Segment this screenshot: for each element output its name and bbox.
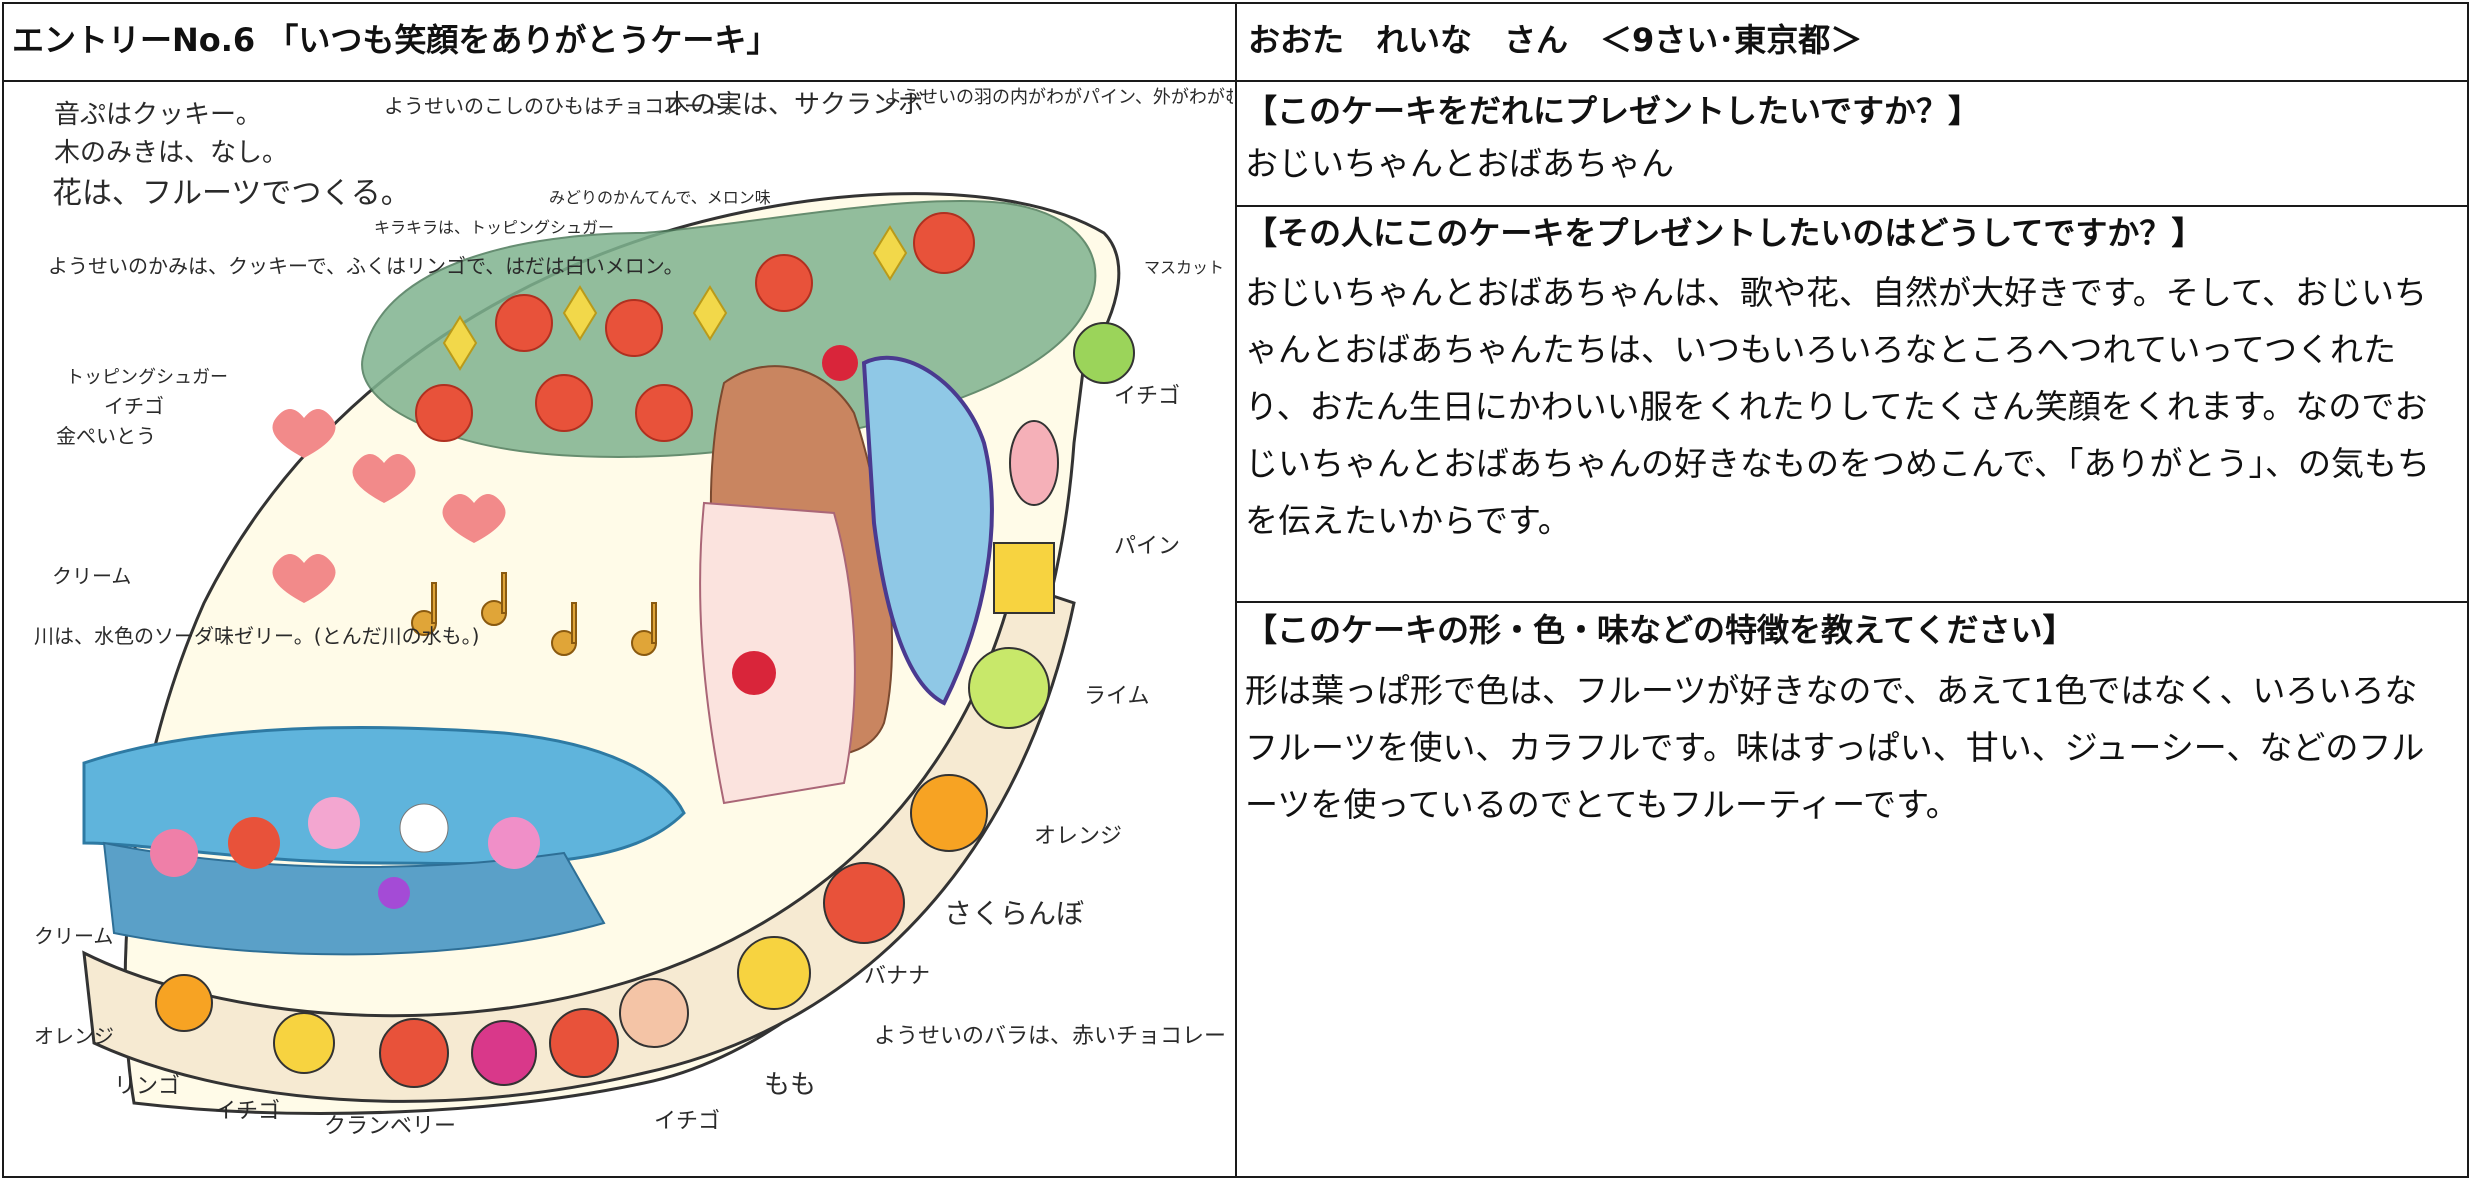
question-recipient: 【このケーキをだれにプレゼントしたいですか？】 bbox=[1245, 92, 1981, 130]
note-topping-sugar: トッピングシュガー bbox=[66, 367, 228, 388]
note-trunk: 木のみきは、なし。 bbox=[54, 138, 288, 168]
note-music: 音ぷはクッキー。 bbox=[54, 100, 262, 130]
note-pine: パイン bbox=[1114, 534, 1180, 559]
heart-cookies bbox=[272, 409, 506, 603]
note-lime: ライム bbox=[1084, 684, 1150, 709]
note-cream-bottom: クリーム bbox=[34, 924, 113, 948]
header-divider bbox=[2, 80, 2469, 82]
fairy-rose bbox=[822, 345, 858, 381]
note-strawberry-right: イチゴ bbox=[1114, 384, 1180, 409]
drawing-annotations: 音ぷはクッキー。 木のみきは、なし。 花は、フルーツでつくる。 ようせいのかみは… bbox=[34, 87, 1233, 1139]
fruit-flowers bbox=[150, 797, 540, 909]
author-name: おおた れいな さん ＜9さい･東京都＞ bbox=[1248, 21, 1863, 59]
question-reason: 【その人にこのケーキをプレゼントしたいのはどうしてですか？】 bbox=[1245, 214, 2204, 252]
fairy-rose-2 bbox=[732, 651, 776, 695]
note-cherry: さくらんぼ bbox=[944, 897, 1084, 930]
note-banana: バナナ bbox=[864, 964, 930, 989]
fairy-dress bbox=[699, 501, 856, 805]
note-orange-bottom: オレンジ bbox=[34, 1024, 114, 1048]
answer-reason: おじいちゃんとおばあちゃんは、歌や花、自然が大好きです。そして、おじいちゃんとお… bbox=[1245, 273, 2431, 540]
cake-crust bbox=[82, 581, 1076, 1103]
row-divider-2 bbox=[1236, 601, 2469, 603]
note-ribbon: ようせいのこしのひもはチョコレート。 bbox=[384, 94, 744, 118]
column-divider bbox=[1235, 2, 1237, 1178]
note-rose: ようせいのバラは、赤いチョコレート。 bbox=[874, 1024, 1233, 1049]
note-cranberry: クランベリー bbox=[324, 1114, 456, 1139]
note-peach: もも bbox=[764, 1070, 816, 1100]
row-divider-1 bbox=[1236, 205, 2469, 207]
note-orange-right: オレンジ bbox=[1034, 824, 1122, 849]
note-wings: ようせいの羽の内がわがパイン、外がわがむらさきのあめ。 bbox=[884, 87, 1233, 108]
answer-features: 形は葉っぱ形で色は、フルーツが好きなので、あえて1色ではなく、いろいろなフルーツ… bbox=[1245, 671, 2425, 824]
note-muscat: マスカット bbox=[1144, 258, 1224, 277]
fairy-wing bbox=[861, 355, 994, 706]
music-note-cookies bbox=[411, 572, 657, 656]
note-leaves: みどりのかんてんで、メロン味 bbox=[549, 188, 771, 207]
fruit-border bbox=[155, 322, 1135, 1088]
answer-recipient: おじいちゃんとおばあちゃん bbox=[1245, 144, 1674, 183]
cake-drawing: 音ぷはクッキー。 木のみきは、なし。 花は、フルーツでつくる。 ようせいのかみは… bbox=[4, 83, 1233, 1176]
question-features: 【このケーキの形・色・味などの特徴を教えてください】 bbox=[1245, 611, 2075, 649]
note-gold-candy: 金ぺいとう bbox=[56, 424, 156, 448]
tree-cherries bbox=[415, 212, 975, 442]
note-hair: ようせいのかみは、クッキーで、ふくはリンゴで、はだは白いメロン。 bbox=[48, 254, 684, 278]
note-strawberry-top: イチゴ bbox=[104, 394, 164, 418]
note-river: 川は、水色のソーダ味ゼリー。(とんだ川の水も。) bbox=[34, 624, 479, 648]
note-flowers: 花は、フルーツでつくる。 bbox=[52, 176, 411, 211]
note-tree-fruit: 木の実は、サクランボ bbox=[664, 90, 924, 120]
sugar-sparkles bbox=[442, 225, 908, 371]
note-strawberry-bottom2: イチゴ bbox=[654, 1109, 720, 1134]
note-apple: リンゴ bbox=[114, 1074, 180, 1099]
entry-title: エントリーNo.6 「いつも笑顔をありがとうケーキ」 bbox=[12, 21, 779, 59]
note-cream-left: クリーム bbox=[52, 564, 131, 588]
note-strawberry-bottom: イチゴ bbox=[214, 1099, 280, 1124]
cake-illustration: 音ぷはクッキー。 木のみきは、なし。 花は、フルーツでつくる。 ようせいのかみは… bbox=[34, 87, 1233, 1139]
note-sparkle: キラキラは、トッピングシュガー bbox=[374, 218, 614, 237]
